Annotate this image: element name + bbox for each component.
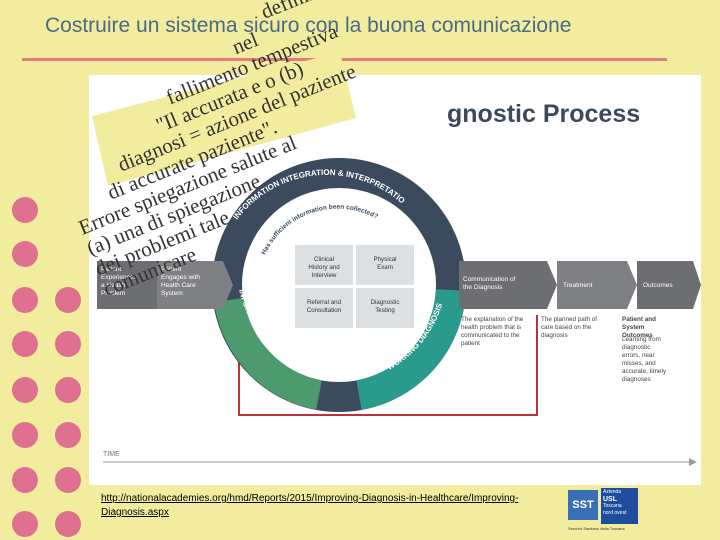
timeline-box-patient-experiences (97, 261, 157, 309)
return-arrow (238, 315, 538, 416)
timeline-chevron (627, 261, 637, 309)
decor-dot (12, 241, 38, 267)
usl-logo-line: USL (603, 496, 617, 503)
decor-dot (55, 467, 81, 493)
decor-dot (55, 377, 81, 403)
decor-dot (55, 422, 81, 448)
decor-dot (12, 331, 38, 357)
usl-logo-line: Azienda (603, 489, 622, 495)
time-axis-arrowhead (689, 458, 697, 466)
decor-dot (55, 511, 81, 537)
panel-referral (295, 288, 353, 328)
usl-logo-text: Azienda USL Toscana nord ovest (601, 488, 638, 524)
panel-clinical-history (295, 245, 353, 285)
box-label-treatment: Treatment (563, 282, 593, 289)
box-label-outcomes: Outcomes (643, 282, 673, 289)
decor-dot (12, 422, 38, 448)
time-axis-label: TIME (103, 451, 120, 458)
timeline-box-treatment (557, 261, 627, 309)
timeline-chevron (693, 261, 701, 309)
source-link[interactable]: http://nationalacademies.org/hmd/Reports… (101, 493, 519, 518)
diagram-title: gnostic Process (447, 100, 640, 128)
decor-dot (12, 287, 38, 313)
timeline-chevron (547, 261, 557, 309)
decor-dot (12, 377, 38, 403)
slide-title: Costruire un sistema sicuro con la buona… (45, 14, 572, 37)
timeline-box-outcomes (637, 261, 693, 309)
decor-dot (12, 467, 38, 493)
panel-diagnostic-testing (356, 288, 414, 328)
timeline-box-communication (459, 261, 547, 309)
process-ring-teal (355, 288, 466, 410)
panel-physical-exam (356, 245, 414, 285)
usl-logo-line: Toscana (603, 503, 622, 509)
decor-dot (55, 331, 81, 357)
usl-logo-line: nord ovest (603, 510, 627, 516)
usl-toscana-logo: SST Azienda USL Toscana nord ovest Servi… (568, 488, 638, 534)
timeline-chevron (223, 261, 233, 309)
logo-footer: Servizio Sanitario della Toscana (568, 526, 625, 531)
timeline-box-patient-engages (157, 261, 223, 309)
sst-logo-mark: SST (568, 490, 598, 520)
decor-dot (12, 197, 38, 223)
decor-dot (12, 511, 38, 537)
process-ring-green (214, 297, 323, 410)
decor-dot (55, 287, 81, 313)
